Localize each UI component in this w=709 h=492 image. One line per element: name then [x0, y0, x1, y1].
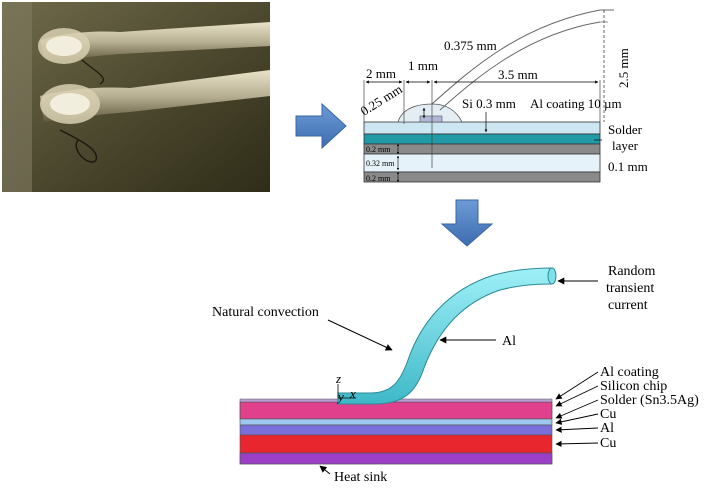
layer-label-solder: Solder (Sn3.5Ag) — [600, 393, 699, 408]
solder-layer-label-1: Solder — [608, 122, 643, 137]
natural-convection-label: Natural convection — [212, 305, 319, 320]
dim-025-label: 0.25 mm — [358, 81, 405, 118]
thickness-t1-label: 0.2 mm — [366, 145, 391, 154]
model-layer-cu-top — [239, 418, 553, 426]
schematic-cu-layer-bottom — [363, 171, 601, 183]
random-current-label-1: Random — [608, 264, 656, 279]
thickness-t3-label: 0.2 mm — [366, 174, 391, 183]
thickness-t2-label: 0.32 mm — [366, 159, 395, 168]
model-layer-heat-sink — [239, 452, 553, 465]
layer-label-cu-top: Cu — [600, 407, 616, 422]
right-arrow-icon — [295, 102, 347, 150]
layer-label-cu-bottom: Cu — [600, 436, 616, 451]
model-bond-wire — [337, 267, 553, 405]
layer-label-silicon-chip: Silicon chip — [600, 379, 667, 394]
schematic-wire-inner — [439, 21, 601, 111]
schematic-al-layer — [363, 153, 601, 173]
layer-label-al: Al — [600, 421, 614, 436]
si-label: Si 0.3 mm — [462, 96, 516, 111]
thermal-model: z x y Random transient current Natural c… — [212, 264, 699, 485]
schematic-silicon-layer — [363, 133, 601, 145]
random-current-label-3: current — [608, 298, 648, 313]
dim-2mm-label: 2 mm — [366, 66, 396, 81]
down-arrow-icon — [440, 199, 494, 247]
axis-y-label: y — [336, 389, 344, 404]
al-coating-dim-label: Al coating 10 µm — [530, 96, 622, 111]
bond-wire-photo — [2, 2, 270, 192]
heat-sink-label: Heat sink — [334, 470, 387, 485]
solder-thickness-label: 0.1 mm — [608, 159, 648, 174]
random-current-label-2: transient — [606, 281, 654, 296]
axis-z-label: z — [335, 371, 341, 386]
model-layer-silicon — [239, 401, 553, 420]
axis-x-label: x — [349, 386, 356, 401]
dim-25-label: 2.5 mm — [616, 48, 631, 88]
dim-35-label: 3.5 mm — [498, 67, 538, 82]
al-wire-label: Al — [502, 334, 516, 349]
schematic-cu-layer-top — [363, 143, 601, 155]
model-layer-cu-bottom — [239, 434, 553, 454]
schematic-al-coating-layer — [363, 121, 601, 135]
solder-layer-label-2: layer — [612, 138, 639, 153]
model-layer-al — [239, 424, 553, 436]
layer-label-al-coating: Al coating — [600, 365, 659, 380]
dim-1mm-label: 1 mm — [408, 58, 438, 73]
schematic-cross-section: 2 mm 1 mm 0.375 mm 3.5 mm 0.25 mm 2.5 mm… — [358, 9, 648, 183]
schematic-wire-outer — [431, 9, 601, 105]
dim-0375-label: 0.375 mm — [444, 38, 497, 53]
